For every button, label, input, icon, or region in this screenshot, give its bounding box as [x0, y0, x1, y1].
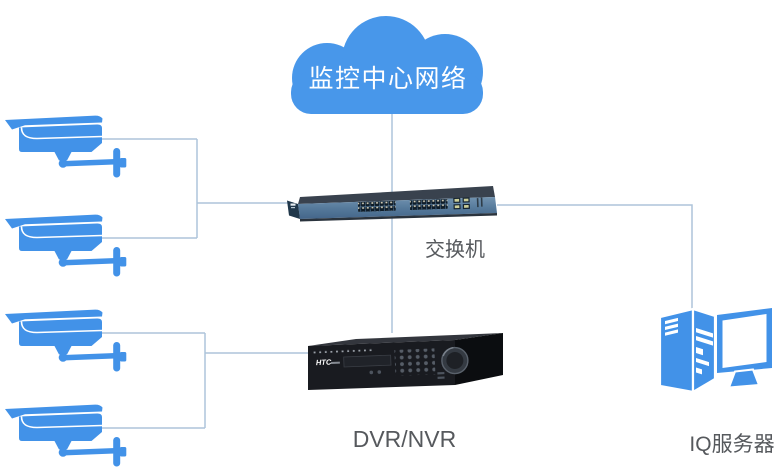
- switch-port-banks: [357, 197, 483, 212]
- camera-2-icon: [3, 214, 130, 286]
- dvr-button-grid: [394, 348, 436, 376]
- dvr-label: DVR/NVR: [352, 426, 457, 452]
- wire-switch-to-server: [497, 204, 693, 311]
- server-monitor-stand: [727, 368, 761, 389]
- camera-3-icon: [3, 309, 130, 381]
- camera-1-icon: [3, 115, 130, 187]
- server-label: IQ服务器: [689, 433, 775, 456]
- dvr-brand-logo: HTC: [316, 357, 332, 367]
- dvr-led-row: [312, 348, 375, 354]
- switch-icon: [287, 186, 497, 222]
- dvr-disc-tray: [343, 354, 392, 368]
- server-tower-front: [658, 307, 695, 394]
- server-monitor-screen: [722, 314, 767, 368]
- monitoring-cloud-icon: [291, 16, 483, 114]
- server-vent-lines: [665, 317, 678, 336]
- dvr-icon: HTC: [308, 333, 503, 390]
- cloud-label: 监控中心网络: [308, 65, 468, 93]
- server-drive-bays: [696, 328, 713, 375]
- switch-label: 交换机: [425, 239, 485, 261]
- camera-4-icon: [3, 404, 130, 469]
- iq-server-icon: [658, 307, 772, 394]
- switch-sfp-ports: [453, 197, 470, 210]
